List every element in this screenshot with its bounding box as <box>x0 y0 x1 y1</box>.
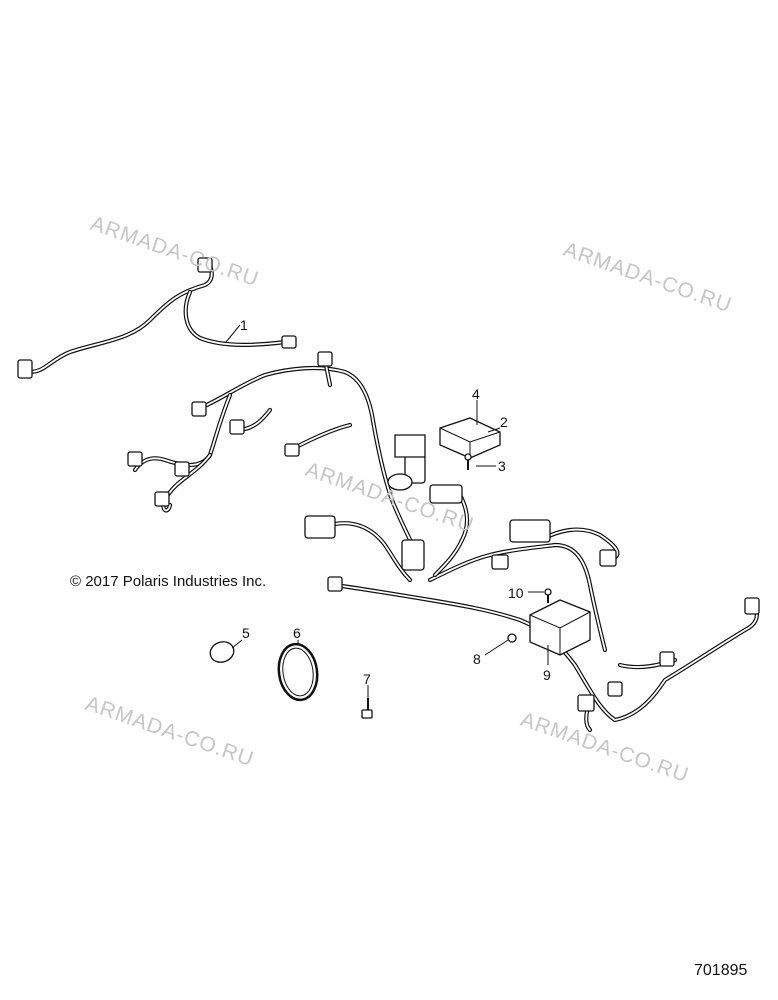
callout-7: 7 <box>363 671 371 687</box>
callout-8: 8 <box>473 651 481 667</box>
screw-part-3 <box>464 453 472 470</box>
fastener-part-7 <box>361 698 373 719</box>
callout-2: 2 <box>500 414 508 430</box>
callout-1: 1 <box>240 317 248 333</box>
grommet-part-5 <box>209 641 235 663</box>
main-harness-right <box>327 484 760 733</box>
callout-4: 4 <box>472 386 480 402</box>
harness-part-1 <box>17 257 297 379</box>
callout-labels: 1 2 3 4 5 6 7 8 9 10 <box>240 317 551 687</box>
callout-9: 9 <box>543 667 551 683</box>
copyright-notice: © 2017 Polaris Industries Inc. <box>70 573 267 590</box>
callout-6: 6 <box>293 625 301 641</box>
screw-part-10 <box>544 588 552 603</box>
callout-5: 5 <box>242 625 250 641</box>
main-harness-left <box>127 351 426 583</box>
nut-part-8 <box>507 633 517 643</box>
figure-number: 701895 <box>694 962 748 979</box>
callout-leaders <box>225 324 549 698</box>
callout-10: 10 <box>508 585 524 601</box>
module-part-2 <box>439 417 501 459</box>
seal-part-6 <box>277 642 319 702</box>
callout-3: 3 <box>498 458 506 474</box>
ecu-part-9 <box>529 599 591 656</box>
